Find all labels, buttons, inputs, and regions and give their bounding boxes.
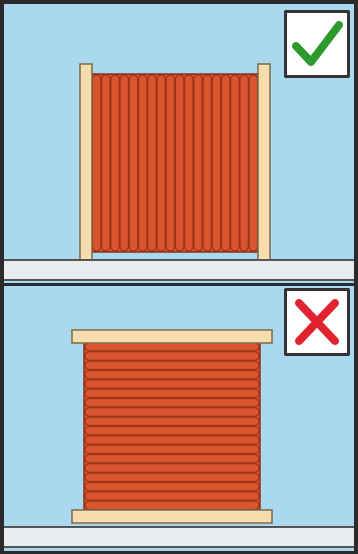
cable-coil-strand [85, 464, 259, 472]
cable-coil-strand [85, 417, 259, 425]
flat-reel-graphic [70, 328, 274, 526]
flat-cable-reel [70, 328, 274, 526]
cable-coil-strand [85, 389, 259, 397]
cable-coil-strand [85, 427, 259, 435]
floor-surface [4, 259, 354, 281]
cable-coil-strand [85, 436, 259, 444]
cable-coil-strand [85, 492, 259, 500]
cable-coil-strand [129, 75, 137, 251]
cable-coil-strand [85, 371, 259, 379]
cable-coil-strand [85, 352, 259, 360]
top-flange [72, 330, 272, 343]
bottom-flange [72, 510, 272, 523]
cable-coil-strand [231, 75, 239, 251]
incorrect-badge [284, 288, 350, 356]
cable-coil-strand [157, 75, 165, 251]
cable-coil-strand [212, 75, 220, 251]
cable-coil-strand [194, 75, 202, 251]
correct-storage-panel [4, 4, 354, 283]
cable-coil-strand [176, 75, 184, 251]
cable-coil-strand [102, 75, 110, 251]
cable-coil-strand [85, 380, 259, 388]
cross-icon [287, 291, 347, 353]
floor-surface [4, 526, 354, 548]
upright-cable-reel [78, 62, 274, 262]
cable-coil-strand [85, 501, 259, 509]
cable-coil-strand [139, 75, 147, 251]
left-flange [80, 64, 92, 260]
cable-coil-strand [85, 408, 259, 416]
cable-coil-strand [85, 445, 259, 453]
cable-coil-strand [185, 75, 193, 251]
cable-coil-strand [85, 361, 259, 369]
cable-coil-strand [148, 75, 156, 251]
cable-coil-strand [111, 75, 119, 251]
cable-coil-strand [85, 455, 259, 463]
vertical-cable-coils [93, 75, 258, 251]
right-flange [258, 64, 270, 260]
cable-coil-strand [249, 75, 257, 251]
checkmark-icon [287, 13, 347, 75]
cable-coil-strand [85, 473, 259, 481]
upright-reel-graphic [78, 62, 274, 262]
cable-coil-strand [240, 75, 248, 251]
cable-coil-strand [93, 75, 101, 251]
horizontal-cable-coils [85, 343, 259, 510]
cable-coil-strand [203, 75, 211, 251]
cable-coil-strand [222, 75, 230, 251]
correct-badge [284, 10, 350, 78]
cable-coil-strand [166, 75, 174, 251]
cable-coil-strand [120, 75, 128, 251]
cable-coil-strand [85, 399, 259, 407]
cable-coil-strand [85, 483, 259, 491]
